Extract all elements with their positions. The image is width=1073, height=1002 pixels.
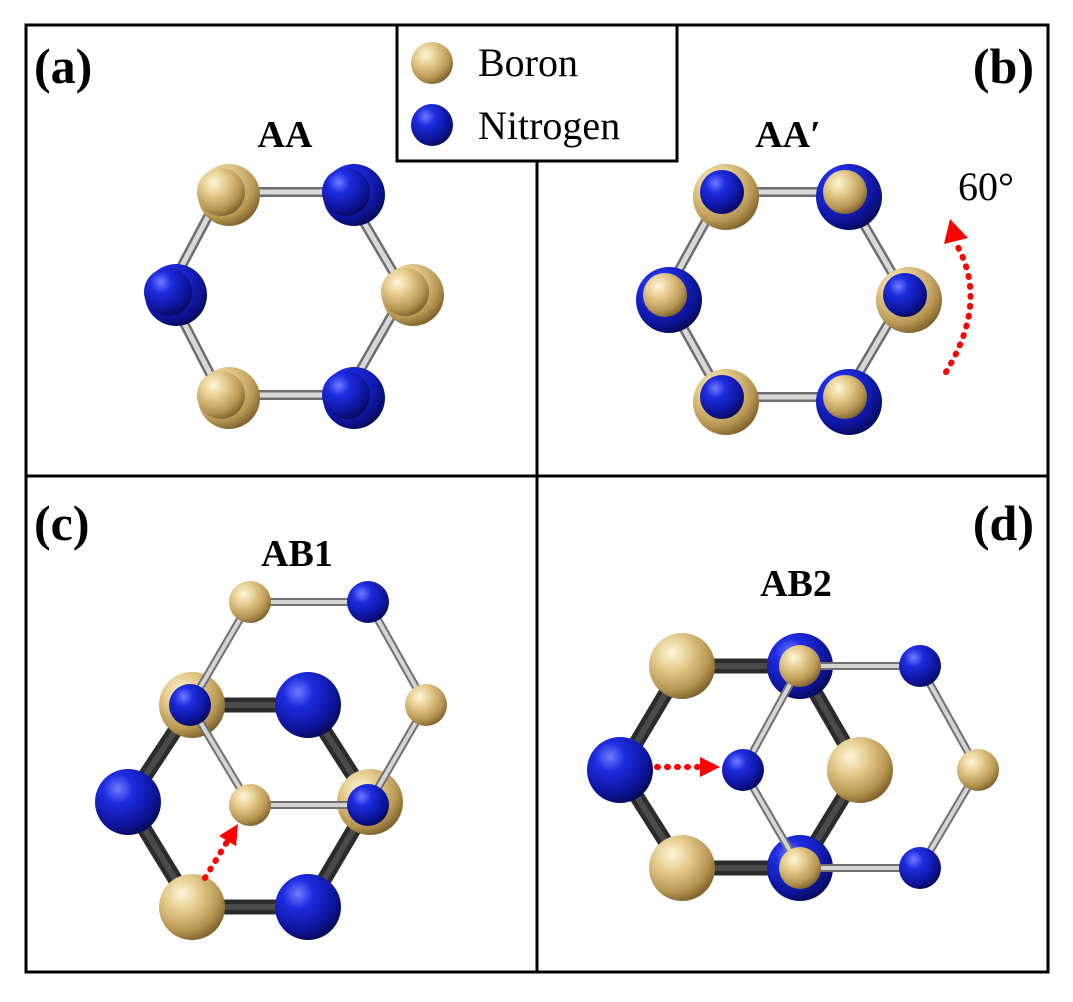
ab1-shift-arrow-shaft: [202, 838, 231, 881]
ab2-top-atom-1: [899, 645, 941, 687]
aap-top-atom-0: [700, 170, 744, 214]
ab2-top-atom-2: [957, 749, 999, 791]
aap-top-atom-3: [823, 375, 867, 419]
panel-a-letter: (a): [34, 38, 92, 94]
ab1-top-atom-1: [347, 581, 389, 623]
legend-nitrogen-swatch: [411, 104, 453, 146]
ab2-top-atom-0: [779, 645, 821, 687]
legend-boron-label: Boron: [478, 40, 578, 85]
panel-c-title: AB1: [261, 533, 333, 575]
ab1-shift-arrow-head: [219, 824, 238, 847]
aap-top-atom-4: [700, 375, 744, 419]
ab2-top-atom-4: [779, 847, 821, 889]
ab2-shift-arrow: [654, 757, 720, 777]
ab2-bottom-atom-0: [649, 633, 715, 699]
aa-top-atom-1: [322, 168, 370, 216]
ab2-shift-arrow-head: [700, 757, 720, 777]
legend: Boron Nitrogen: [395, 23, 679, 163]
aap-top-atom-2: [883, 273, 927, 317]
rotation-arrow-shaft: [943, 239, 974, 375]
aap-top-atom-5: [643, 273, 687, 317]
ab1-bottom-atom-3: [275, 874, 341, 940]
rotation-arrow: [943, 219, 974, 375]
panel-d-title: AB2: [760, 563, 832, 605]
aa-top-atom-3: [322, 371, 370, 419]
aa-top-atom-2: [381, 268, 429, 316]
aap-top-atom-1: [823, 170, 867, 214]
ab1-bottom-atom-4: [159, 874, 225, 940]
ab1-top-atom-3: [347, 784, 389, 826]
panel-c-letter: (c): [34, 495, 90, 551]
aa-top-atom-0: [197, 168, 245, 216]
ab1-top-atom-5: [169, 684, 211, 726]
aa-top-atom-4: [197, 371, 245, 419]
legend-boron-swatch: [411, 42, 453, 84]
rotation-arrow-head: [944, 219, 968, 244]
ab2-top-atom-5: [722, 749, 764, 791]
rotation-angle-label: 60°: [958, 164, 1014, 209]
ab1-bottom-atom-5: [95, 769, 161, 835]
ab2-bottom-atom-5: [587, 737, 653, 803]
panel-a-title: AA: [258, 114, 313, 156]
molecule-layer: [95, 164, 999, 940]
legend-nitrogen-label: Nitrogen: [478, 103, 620, 148]
ab1-shift-arrow: [202, 824, 238, 881]
ab1-bottom-atom-1: [275, 672, 341, 738]
ab2-bottom-atom-2: [827, 737, 893, 803]
panel-b-title: AA′: [755, 114, 821, 156]
ab1-top-atom-0: [229, 581, 271, 623]
aa-top-atom-5: [144, 268, 192, 316]
ab2-top-atom-3: [899, 847, 941, 889]
panel-d-letter: (d): [973, 495, 1034, 551]
panel-b-letter: (b): [973, 38, 1034, 94]
ab1-top-atom-2: [405, 684, 447, 726]
ab2-bottom-atom-4: [649, 835, 715, 901]
ab1-top-atom-4: [229, 784, 271, 826]
